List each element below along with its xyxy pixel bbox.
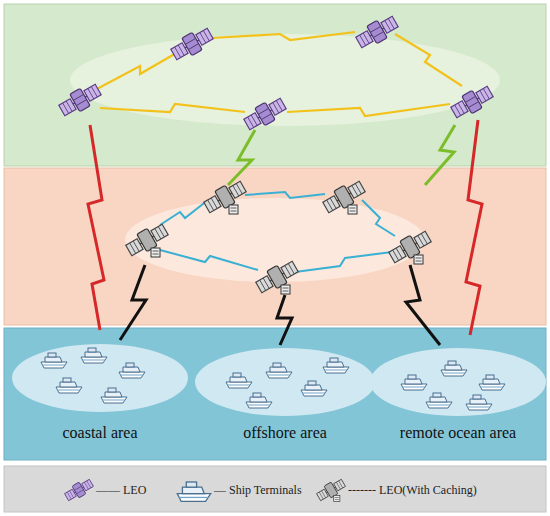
- area-label: remote ocean area: [370, 424, 546, 442]
- area-group: offshore area: [195, 340, 375, 442]
- area-label: offshore area: [195, 424, 375, 442]
- area-ellipse: [370, 348, 546, 416]
- caching-satellites: [124, 178, 433, 296]
- area-group: remote ocean area: [370, 340, 546, 442]
- leo-satellites: [57, 13, 495, 133]
- area-ellipse: [12, 344, 188, 412]
- area-group: coastal area: [10, 340, 190, 442]
- ocean-band: [4, 328, 546, 460]
- legend-text: —— LEO: [96, 483, 146, 497]
- inter-satellite-links: [160, 192, 395, 272]
- legend-entry: ------- LEO(With Caching): [348, 483, 477, 498]
- legend-strip: [4, 466, 546, 512]
- space-band: [4, 4, 546, 166]
- legend-entry: —— LEO: [96, 483, 146, 498]
- ship-terminals: [41, 348, 505, 410]
- legend-entry: — Ship Terminals: [214, 483, 302, 498]
- legend-text: — Ship Terminals: [214, 483, 302, 497]
- feeder-links: [88, 120, 482, 345]
- legend-icons: [63, 477, 347, 503]
- area-ellipse: [195, 348, 375, 416]
- legend-text: ------- LEO(With Caching): [348, 483, 477, 497]
- orbit-ellipse: [70, 34, 500, 126]
- leo-band: [4, 168, 546, 325]
- area-label: coastal area: [10, 424, 190, 442]
